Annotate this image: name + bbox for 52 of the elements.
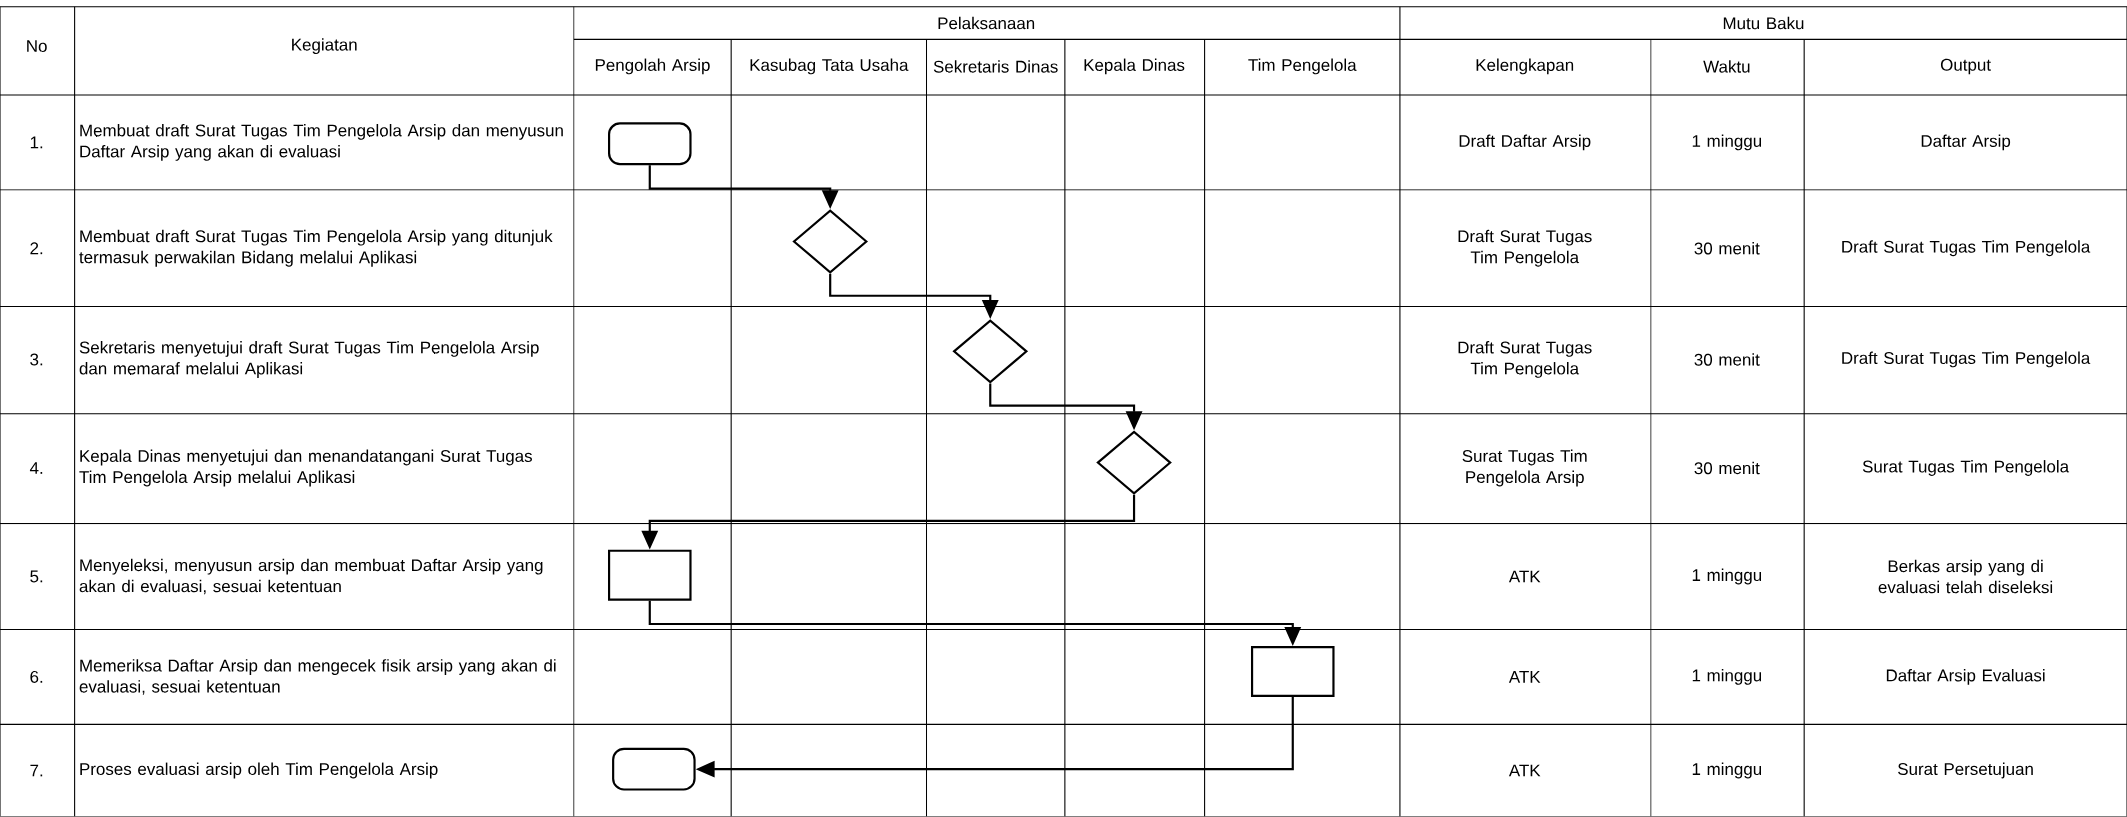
table-cell: Draft Surat Tugas Tim Pengelola — [1842, 240, 2091, 257]
column-header: Sekretaris Dinas — [933, 60, 1058, 73]
table-cell: 6. — [30, 671, 43, 684]
table-cell: ATK — [1508, 570, 1541, 583]
column-header: Output — [1940, 59, 1991, 75]
table-cell: Surat Tugas Tim Pengelola Arsip — [1462, 449, 1587, 487]
table-cell: 30 menit — [1694, 353, 1760, 366]
table-cell: 2. — [30, 242, 43, 255]
table-cell: ATK — [1508, 764, 1541, 777]
table-cell: 1 minggu — [1692, 762, 1762, 779]
table-cell: ATK — [1508, 671, 1541, 683]
column-header: No — [27, 40, 47, 53]
table-cell: Daftar Arsip Evaluasi — [1886, 669, 2045, 685]
table-cell: Membuat draft Surat Tugas Tim Pengelola Arsip dan menyusun Daftar Arsip yang akan di evaluasi — [80, 124, 563, 162]
column-header: Kelengkapan — [1476, 58, 1574, 75]
decision-diamond — [1096, 430, 1172, 495]
table-cell: 30 menit — [1694, 242, 1760, 255]
column-header: Kegiatan — [292, 38, 357, 55]
table-cell: Proses evaluasi arsip oleh Tim Pengelola Arsip — [80, 762, 438, 779]
table-cell: Draft Surat Tugas Tim Pengelola — [1458, 341, 1592, 379]
table-cell: Berkas arsip yang di evaluasi telah diseleksi — [1878, 559, 2053, 594]
column-header: Pengolah Arsip — [595, 58, 710, 75]
table-cell: Sekretaris menyetujui draft Surat Tugas Tim Pengelola Arsip dan memaraf melalui Aplikasi — [79, 341, 539, 379]
terminator-shape — [608, 122, 692, 166]
column-header: Kasubag Tata Usaha — [750, 58, 909, 75]
table-cell: 1. — [30, 136, 43, 149]
table-cell: 1 minggu — [1692, 568, 1762, 585]
table-cell: Membuat draft Surat Tugas Tim Pengelola Arsip yang ditunjuk termasuk perwakilan Bidang melalui Aplikasi — [79, 230, 553, 267]
table-cell: Kepala Dinas menyetujui dan menandatangani Surat Tugas Tim Pengelola Arsip melalui Aplikasi — [79, 449, 532, 487]
table-cell: 7. — [30, 764, 43, 777]
table-cell: Surat Tugas Tim Pengelola — [1862, 460, 2070, 477]
table-cell: 1 minggu — [1692, 134, 1762, 151]
table-cell: Menyeleksi, menyusun arsip dan membuat Daftar Arsip yang akan di evaluasi, sesuai ketentuan — [79, 558, 543, 595]
table-cell: Surat Persetujuan — [1898, 762, 2033, 779]
table-cell: 30 menit — [1694, 461, 1760, 475]
process-box — [608, 549, 692, 601]
table-cell: Draft Surat Tugas Tim Pengelola — [1842, 351, 2091, 368]
column-header: Mutu Baku — [1723, 17, 1804, 30]
column-header: Pelaksanaan — [938, 17, 1035, 30]
table-cell: 5. — [30, 570, 43, 583]
terminator-shape — [612, 747, 696, 791]
column-header: Waktu — [1703, 60, 1750, 73]
column-header: Kepala Dinas — [1084, 58, 1185, 75]
table-cell: Memeriksa Daftar Arsip dan mengecek fisik arsip yang akan di evaluasi, sesuai ketentuan — [79, 659, 556, 695]
table-cell: 3. — [30, 353, 43, 366]
table-cell: Draft Surat Tugas Tim Pengelola — [1458, 230, 1592, 267]
process-box — [1251, 646, 1335, 698]
table-cell: 4. — [29, 462, 43, 474]
table-cell: Draft Daftar Arsip — [1459, 134, 1591, 151]
table-cell: Daftar Arsip — [1921, 134, 2011, 151]
column-header: Tim Pengelola — [1248, 58, 1357, 75]
table-cell: 1 minggu — [1692, 669, 1762, 685]
